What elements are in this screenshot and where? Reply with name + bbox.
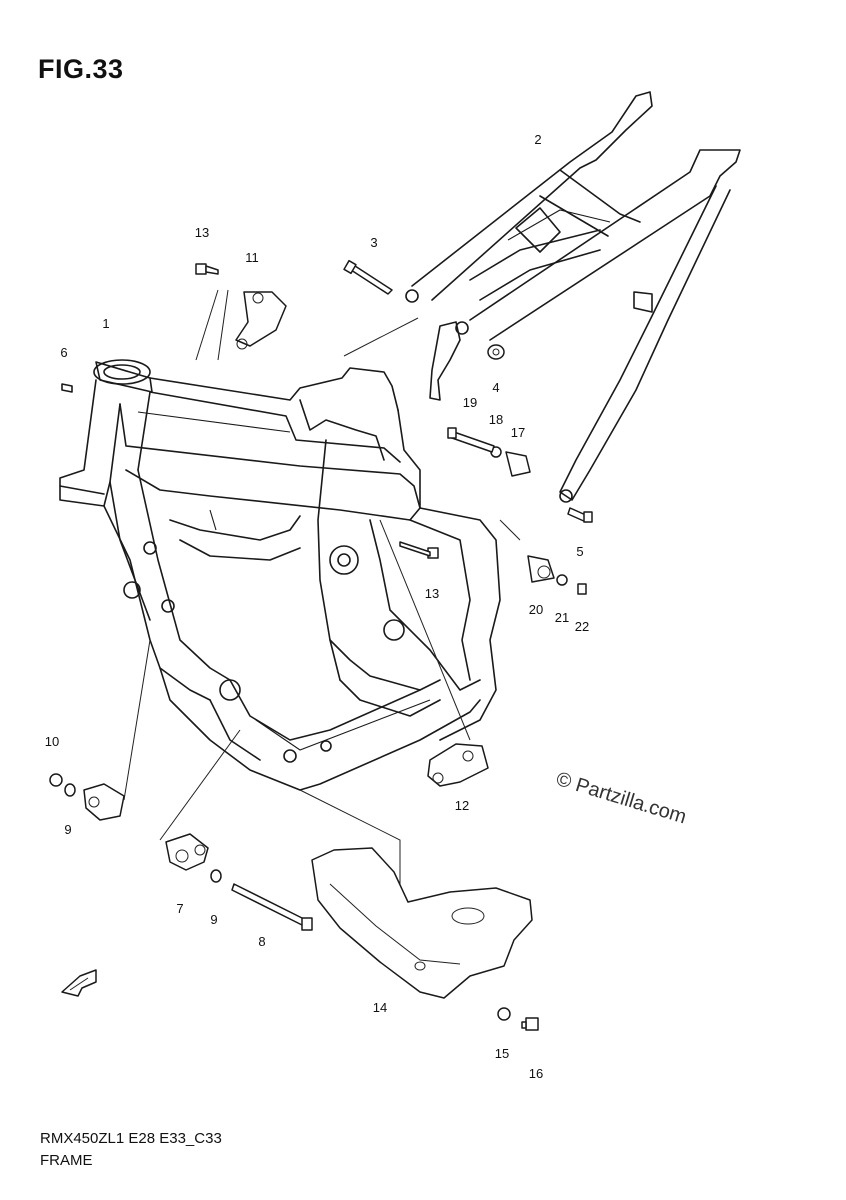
rear-subframe[interactable] [405, 91, 741, 503]
callout-19: 19 [463, 395, 477, 410]
callout-20: 20 [529, 602, 543, 617]
part-7-bracket[interactable] [165, 833, 209, 871]
callout-9-right: 9 [210, 912, 217, 927]
part-20-bushing[interactable] [527, 555, 555, 583]
callout-13-lower: 13 [425, 586, 439, 601]
callout-4: 4 [492, 380, 499, 395]
figure-title: FIG.33 [38, 54, 124, 84]
part-13-bolt-upper[interactable] [195, 263, 219, 275]
callout-21: 21 [555, 610, 569, 625]
callout-17: 17 [511, 425, 525, 440]
part-11-bracket[interactable] [235, 291, 287, 350]
part-19-bolt[interactable] [447, 427, 495, 453]
callout-8: 8 [258, 934, 265, 949]
part-13-bolt-lower[interactable] [399, 541, 439, 559]
part-5-bolt[interactable] [567, 507, 593, 523]
part-21-washer[interactable] [556, 574, 568, 586]
part-16-bolt[interactable] [521, 1017, 539, 1031]
callout-11: 11 [245, 250, 259, 265]
callout-5: 5 [576, 544, 583, 559]
model-code: RMX450ZL1 E28 E33_C33 [40, 1130, 222, 1147]
callout-13-upper: 13 [195, 225, 209, 240]
part-8-bolt[interactable] [231, 883, 313, 931]
callout-16: 16 [529, 1066, 543, 1081]
callout-10: 10 [45, 734, 59, 749]
part-4-collar[interactable] [487, 344, 505, 360]
part-9-washer-right[interactable] [210, 869, 222, 883]
callout-12: 12 [455, 798, 469, 813]
part-3-bolt[interactable] [343, 259, 393, 295]
callout-3: 3 [370, 235, 377, 250]
callout-7: 7 [176, 901, 183, 916]
callout-18: 18 [489, 412, 503, 427]
part-12-bracket[interactable] [427, 743, 489, 787]
part-10-nut[interactable] [49, 773, 63, 787]
part-15-washer[interactable] [497, 1007, 511, 1021]
part-9-bracket-left[interactable] [83, 783, 125, 821]
section-name: FRAME [40, 1152, 93, 1169]
callout-2: 2 [534, 132, 541, 147]
callout-22: 22 [575, 619, 589, 634]
part-14-skid-plate[interactable] [311, 847, 533, 999]
callout-6: 6 [60, 345, 67, 360]
main-frame[interactable] [59, 359, 501, 791]
part-9-washer-left[interactable] [64, 783, 76, 797]
callout-9-left: 9 [64, 822, 71, 837]
part-17-bushing[interactable] [505, 451, 531, 477]
fwd-arrow-icon [61, 969, 97, 997]
callout-1: 1 [102, 316, 109, 331]
callout-15: 15 [495, 1046, 509, 1061]
callout-14: 14 [373, 1000, 387, 1015]
callout-labels: 1 2 3 4 5 6 7 8 9 9 10 11 12 13 13 14 15… [45, 132, 589, 1081]
part-22-nut[interactable] [577, 583, 587, 595]
